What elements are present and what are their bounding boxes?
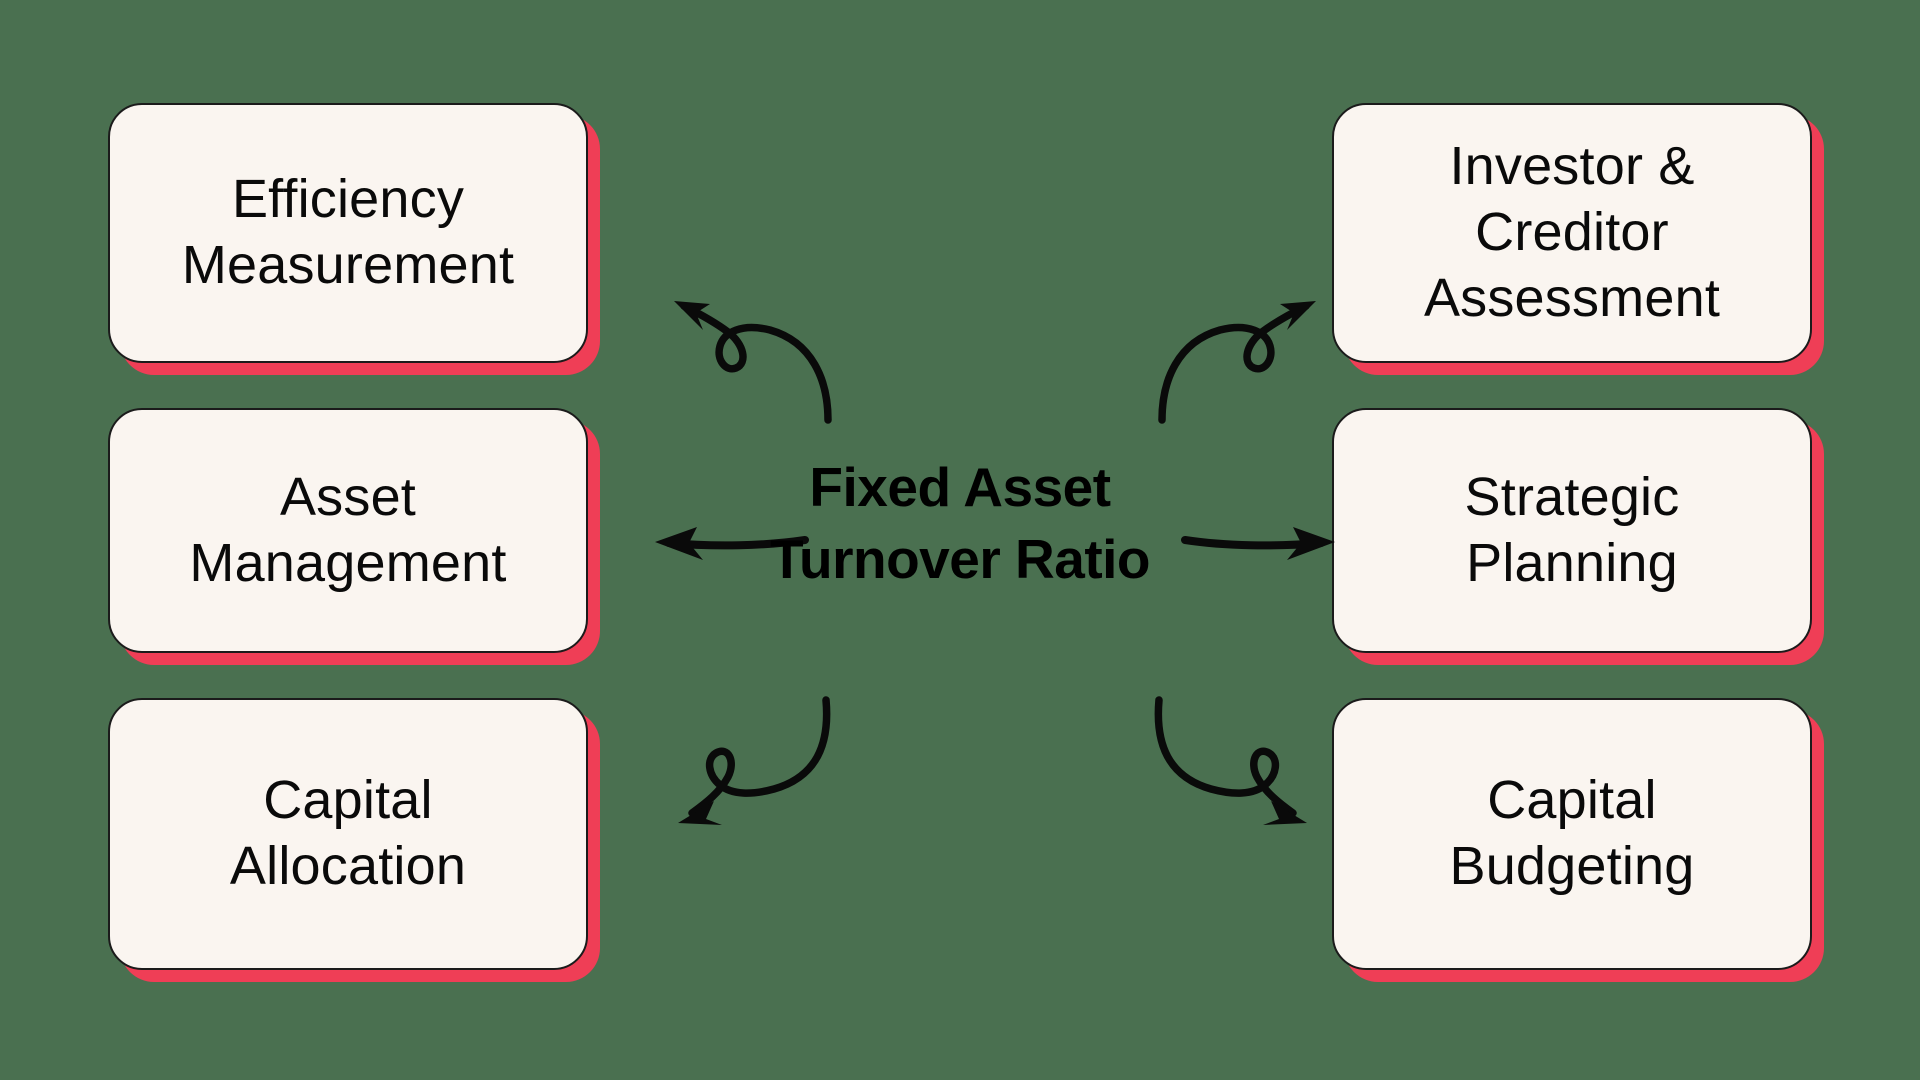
card-capital-budgeting[interactable]: Capital Budgeting [1332,698,1812,970]
card-label-strategic-planning: Strategic Planning [1464,466,1680,593]
arrow-top-right-icon [1158,301,1316,424]
center-title: Fixed Asset Turnover Ratio [769,456,1151,590]
arrow-bottom-right-icon [1154,696,1307,825]
card-investor-creditor-assessment[interactable]: Investor & Creditor Assessment [1332,103,1812,363]
card-capital-allocation[interactable]: Capital Allocation [108,698,588,970]
card-label-capital-budgeting: Capital Budgeting [1449,770,1695,896]
arrow-bottom-left-icon [678,696,831,825]
arrow-middle-left-icon [655,527,809,560]
card-efficiency-measurement[interactable]: Efficiency Measurement [108,103,588,363]
card-label-efficiency-measurement: Efficiency Measurement [181,169,515,295]
card-label-investor-creditor-assessment: Investor & Creditor Assessment [1423,136,1721,328]
card-strategic-planning[interactable]: Strategic Planning [1332,408,1812,653]
card-asset-management[interactable]: Asset Management [108,408,588,653]
arrow-top-left-icon [674,301,832,424]
arrow-middle-right-icon [1181,527,1335,560]
card-label-asset-management: Asset Management [189,466,507,593]
card-label-capital-allocation: Capital Allocation [229,770,467,896]
